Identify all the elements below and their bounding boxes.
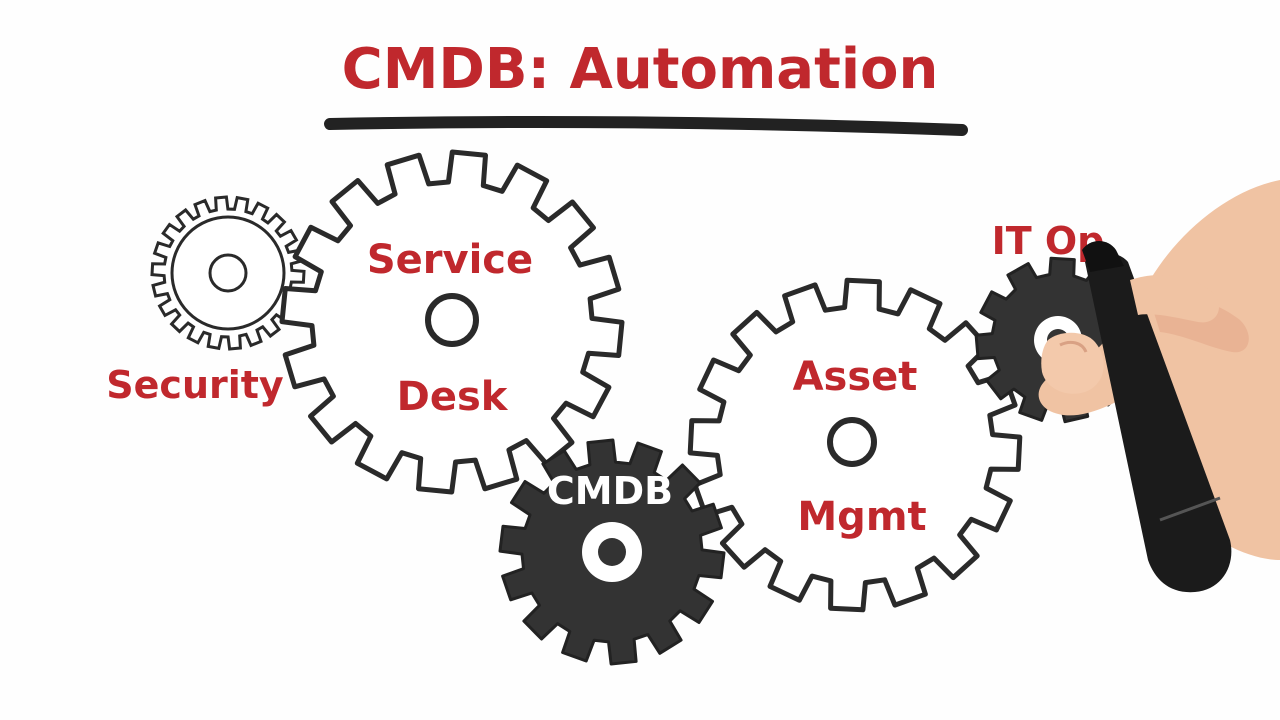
thumb-nail [1059, 340, 1088, 353]
title-underline [324, 116, 968, 136]
gear-security [150, 195, 306, 351]
gear-cmdb [498, 438, 726, 666]
marker-tip [1082, 241, 1124, 272]
label-security: Security [106, 363, 284, 407]
label-cmdb: CMDB [547, 469, 673, 513]
gear-security-hub [208, 253, 248, 293]
gear-security-inner [170, 215, 286, 331]
hand-holding-marker-icon [1038, 180, 1280, 593]
label-desk: Desk [397, 374, 509, 420]
gear-asset-mgmt-hub [827, 417, 877, 467]
gear-asset-mgmt [687, 277, 1023, 613]
label-asset: Asset [793, 354, 918, 400]
hand-thumb [1041, 332, 1104, 394]
gear-service-desk-hub [425, 293, 479, 347]
hand-index-finger [1130, 275, 1219, 323]
label-service: Service [367, 237, 533, 283]
label-mgmt: Mgmt [797, 494, 926, 540]
marker-band [1159, 496, 1221, 522]
gear-service-desk [279, 149, 625, 495]
gear-cmdb-hub [598, 538, 626, 566]
page-title: CMDB: Automation [342, 37, 939, 102]
